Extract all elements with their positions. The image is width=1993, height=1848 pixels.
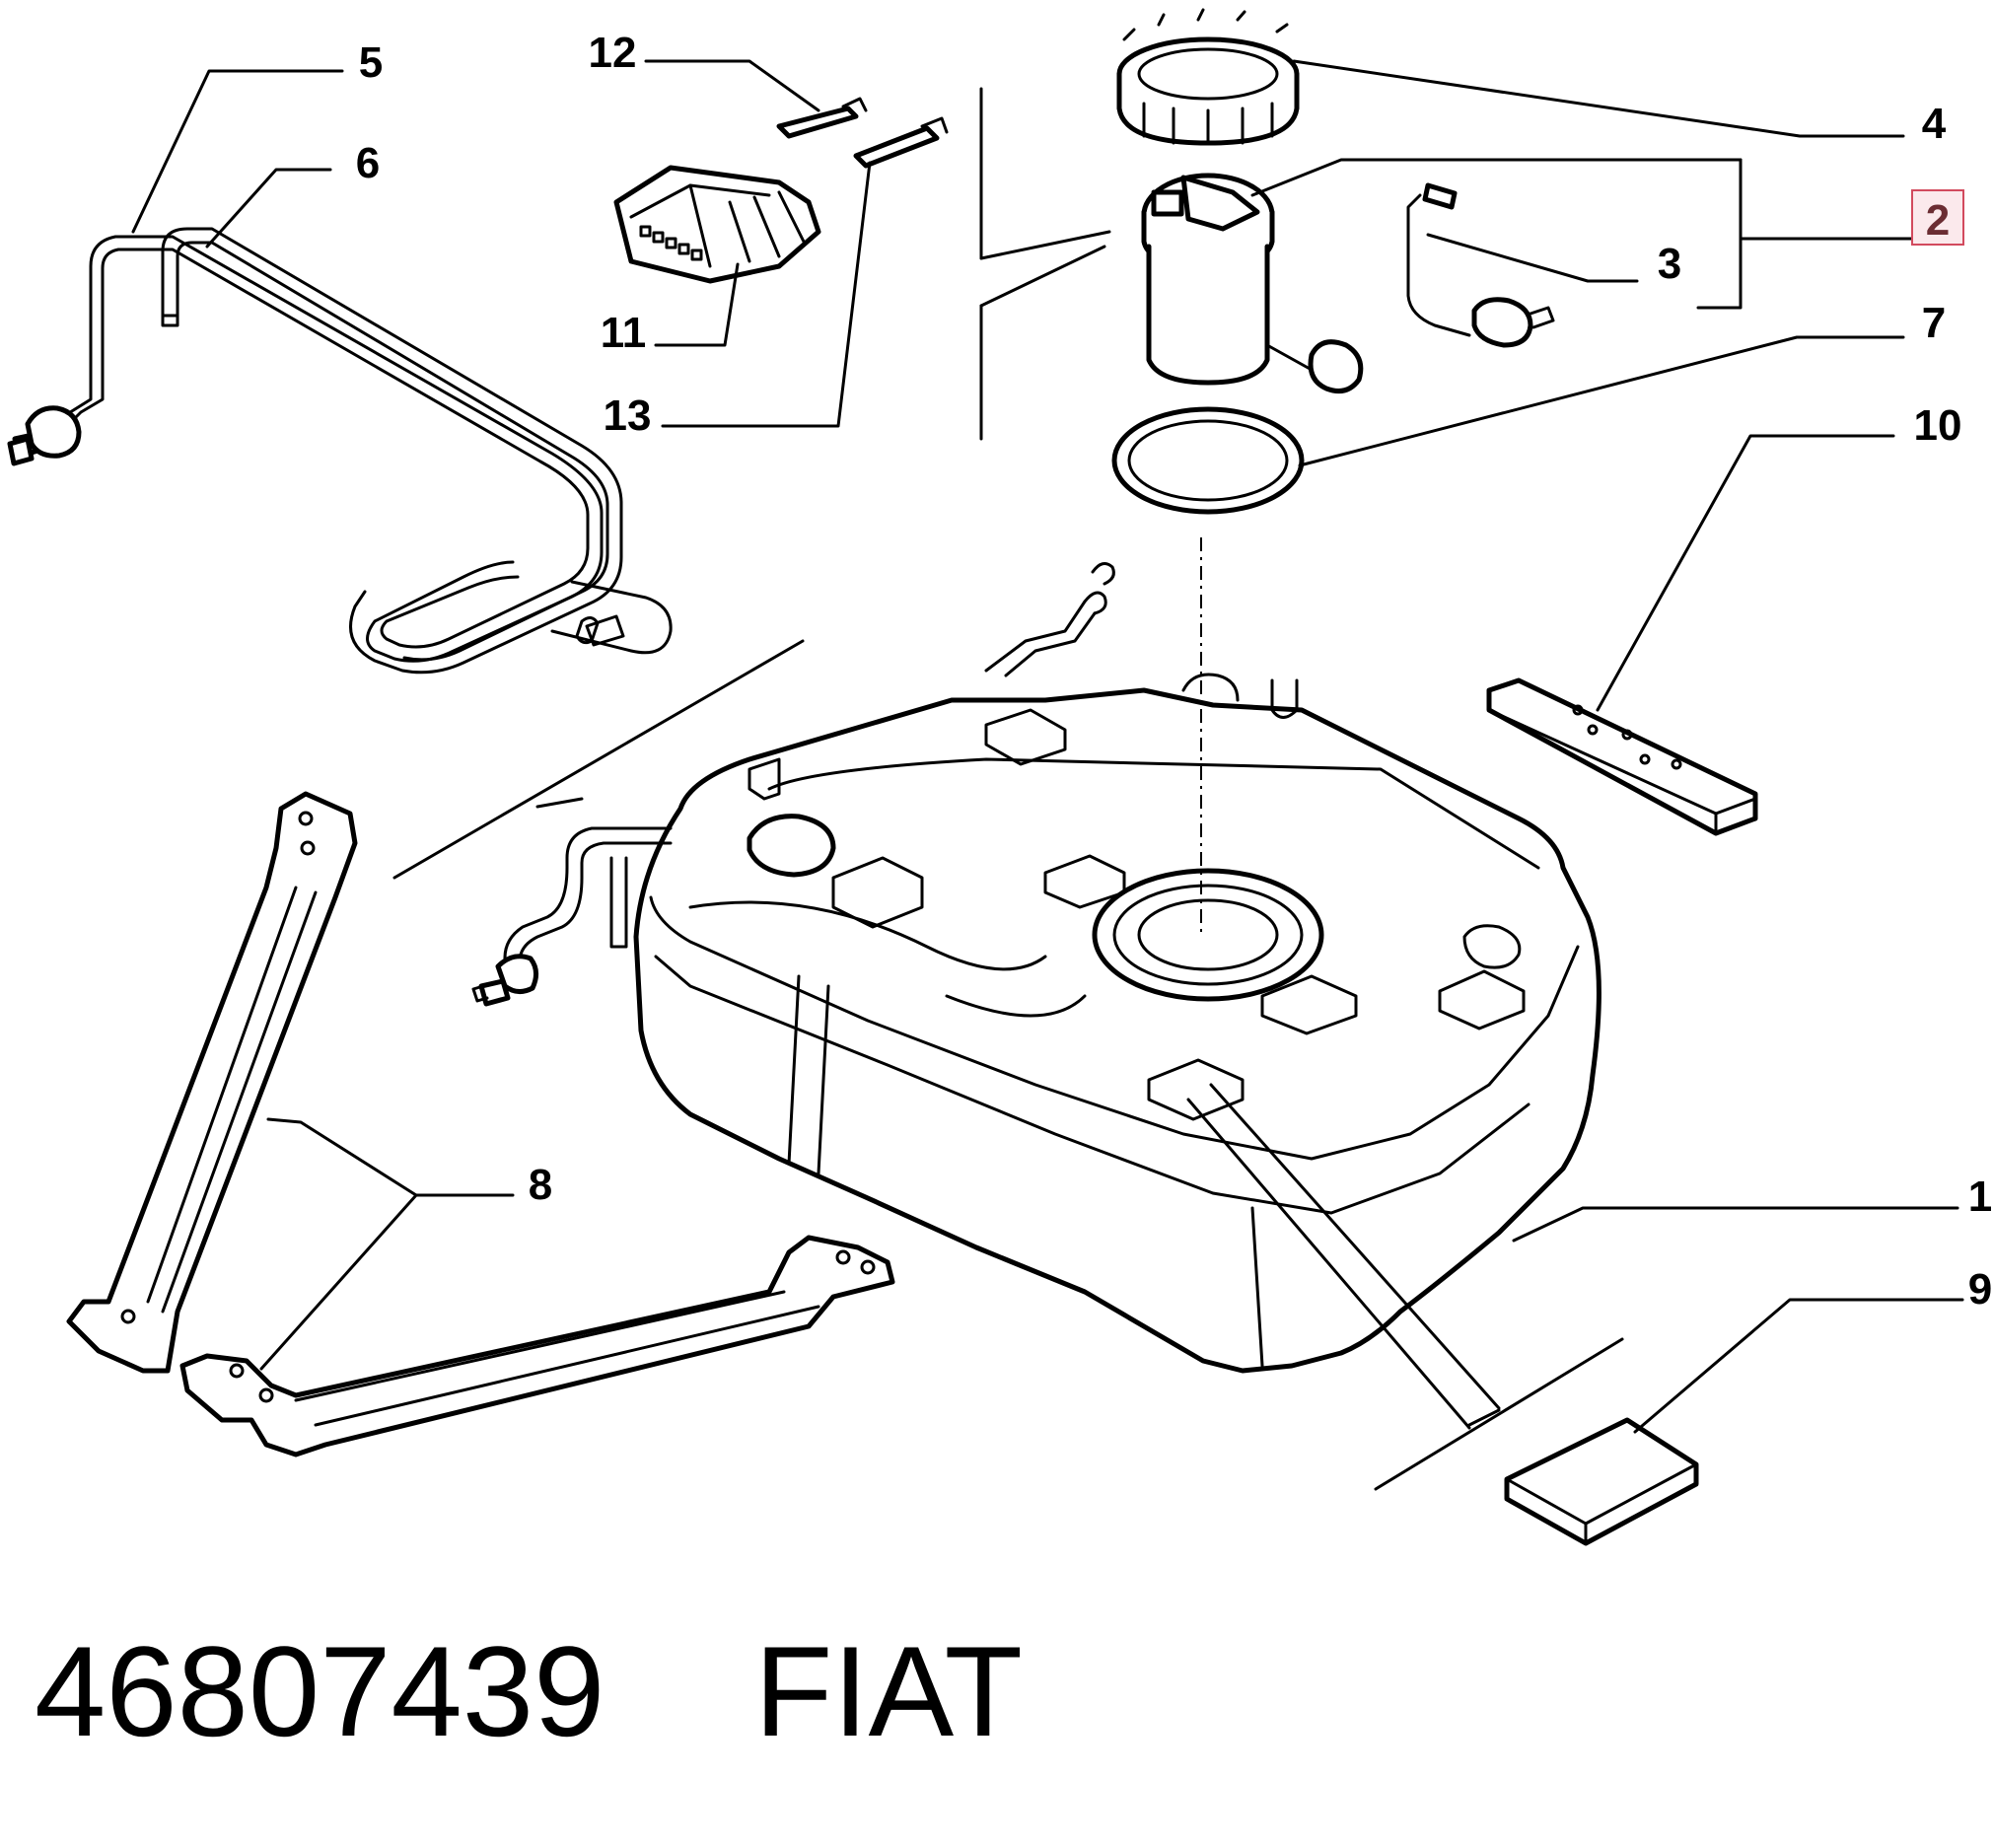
fuel-pump-assembly xyxy=(1141,173,1364,393)
pump-seal-ring xyxy=(1111,406,1305,515)
callout-labels: 5 6 12 11 13 4 2 3 7 10 8 1 9 xyxy=(356,29,1992,1314)
callout-5: 5 xyxy=(359,38,383,87)
callout-7: 7 xyxy=(1922,299,1946,347)
callout-11: 11 xyxy=(601,309,647,357)
callout-6: 6 xyxy=(356,139,380,187)
leader-lines xyxy=(131,59,1964,1434)
callout-2-highlight: 2 xyxy=(1911,189,1964,246)
brand-name: FIAT xyxy=(754,1619,1023,1763)
tank-straps xyxy=(66,791,895,1457)
part-number: 46807439 xyxy=(35,1619,605,1763)
section-guide-lines xyxy=(392,87,1624,1491)
locking-ring xyxy=(1116,8,1300,146)
callout-9: 9 xyxy=(1968,1265,1992,1314)
terminal-pins xyxy=(776,97,949,169)
fuel-line-pipes xyxy=(7,227,673,675)
callout-10: 10 xyxy=(1914,401,1962,450)
fuel-level-sensor xyxy=(1406,182,1555,348)
electrical-connector xyxy=(613,165,821,284)
part-footer: 46807439 FIAT xyxy=(35,1619,1023,1763)
callout-13: 13 xyxy=(604,391,652,440)
callout-8: 8 xyxy=(529,1161,552,1209)
callout-2: 2 xyxy=(1926,196,1950,245)
pad-strip xyxy=(1486,677,1758,836)
fuel-tank-body xyxy=(471,561,1602,1374)
callout-1: 1 xyxy=(1968,1173,1992,1221)
highlight-box xyxy=(1911,189,1964,246)
pad-square xyxy=(1504,1417,1699,1546)
callout-3: 3 xyxy=(1658,240,1681,288)
callout-12: 12 xyxy=(589,29,637,77)
callout-4: 4 xyxy=(1922,100,1947,148)
